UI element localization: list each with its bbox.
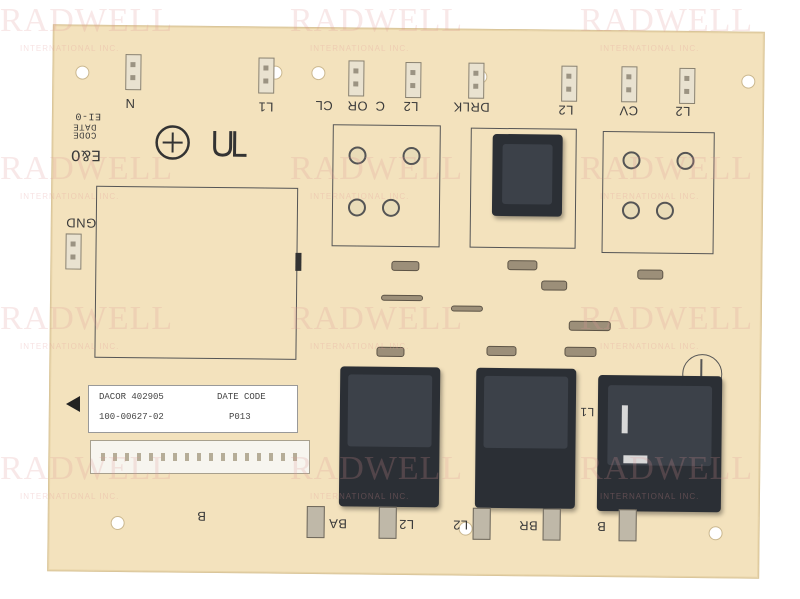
silk-label-b: B (596, 519, 606, 535)
relay-k2-cover (502, 144, 553, 205)
sticker-part-number: 100-00627-02 (99, 412, 164, 422)
diode (391, 260, 420, 272)
pin-header (679, 67, 696, 105)
silk-e-and-o: E&O (70, 145, 101, 164)
silk-label-or: OR (346, 98, 368, 114)
solder-pad (402, 146, 421, 166)
mounting-hole (708, 526, 723, 541)
transformer-tab (295, 252, 302, 271)
mounting-hole (110, 515, 125, 531)
mounting-hole (311, 65, 326, 81)
silk-label-cl: CL (314, 98, 333, 114)
silk-label-c: C (374, 98, 386, 114)
silk-label-ba: BA (328, 516, 348, 532)
silk-label-drlk: DRLK (452, 99, 490, 115)
silk-label-l1-bottom: L1 (579, 404, 595, 419)
silk-label-gnd: GND (65, 215, 97, 231)
spade-terminal (306, 505, 325, 539)
resistor (450, 305, 483, 312)
pin1-arrow-icon (66, 396, 80, 412)
pin-header (348, 60, 365, 97)
diode (486, 345, 517, 357)
spade-terminal (618, 509, 637, 542)
relay-k3-outline (601, 131, 715, 255)
solder-pad (655, 201, 675, 220)
csa-logo-icon (155, 125, 190, 160)
circuit-board: N L1 CL OR C L2 DRLK L2 CV L2 GND E&O CO… (47, 24, 765, 579)
silk-label-l1: L1 (257, 99, 274, 115)
silk-label-cv: CV (618, 103, 639, 119)
solder-pad (621, 201, 641, 220)
pin-header (125, 54, 142, 91)
sticker-date-code-label: DATE CODE (217, 392, 266, 402)
silk-label-l2: L2 (557, 102, 574, 118)
relay-k5 (474, 367, 577, 509)
part-number-sticker: DACOR 402905 100-00627-02 DATE CODE P013 (88, 385, 298, 433)
silk-label-br: BR (518, 518, 538, 534)
silk-label-l2: L2 (402, 98, 419, 115)
sticker-date-code-value: P013 (229, 412, 251, 422)
relay-k6 (596, 375, 723, 513)
silk-label-n: N (124, 96, 136, 112)
solder-pad (676, 151, 695, 171)
silk-label-l2: L2 (452, 517, 469, 533)
solder-pad (381, 198, 401, 217)
ul-recognized-logo-icon (213, 130, 247, 157)
silk-label-b: B (196, 508, 206, 524)
resistor (381, 294, 424, 302)
relay-k4 (338, 366, 441, 508)
transformer-outline (94, 185, 299, 360)
solder-pad (348, 146, 367, 165)
resistor (637, 269, 664, 280)
mounting-hole (741, 74, 756, 89)
relay-k2 (491, 133, 563, 217)
relay-k6-window (623, 455, 648, 464)
pin-header (561, 65, 578, 102)
resistor (541, 280, 568, 291)
pin-header (258, 57, 275, 94)
diode (376, 346, 405, 357)
pin-header (621, 66, 638, 103)
relay-k1-outline (331, 124, 441, 248)
silk-date: DATE (72, 121, 97, 132)
relay-k4-cover (347, 374, 433, 448)
sticker-model: DACOR 402905 (99, 392, 164, 402)
silk-label-l2: L2 (398, 516, 415, 533)
relay-k6-window (621, 405, 628, 434)
relay-k5-cover (483, 375, 569, 449)
mounting-hole (75, 65, 90, 80)
spade-terminal (378, 506, 397, 539)
silk-rev: EI-0 (74, 109, 102, 121)
solder-pad (347, 198, 367, 217)
spade-terminal (472, 507, 491, 540)
edge-connector (90, 440, 310, 474)
spade-terminal (542, 508, 561, 541)
diode (564, 346, 597, 357)
diode (507, 260, 538, 271)
pin-header (468, 62, 485, 99)
solder-pad (622, 151, 641, 170)
silk-label-l2: L2 (674, 103, 691, 119)
pin-header (405, 61, 422, 99)
pin-header-gnd (65, 233, 82, 270)
resistor (568, 320, 611, 332)
